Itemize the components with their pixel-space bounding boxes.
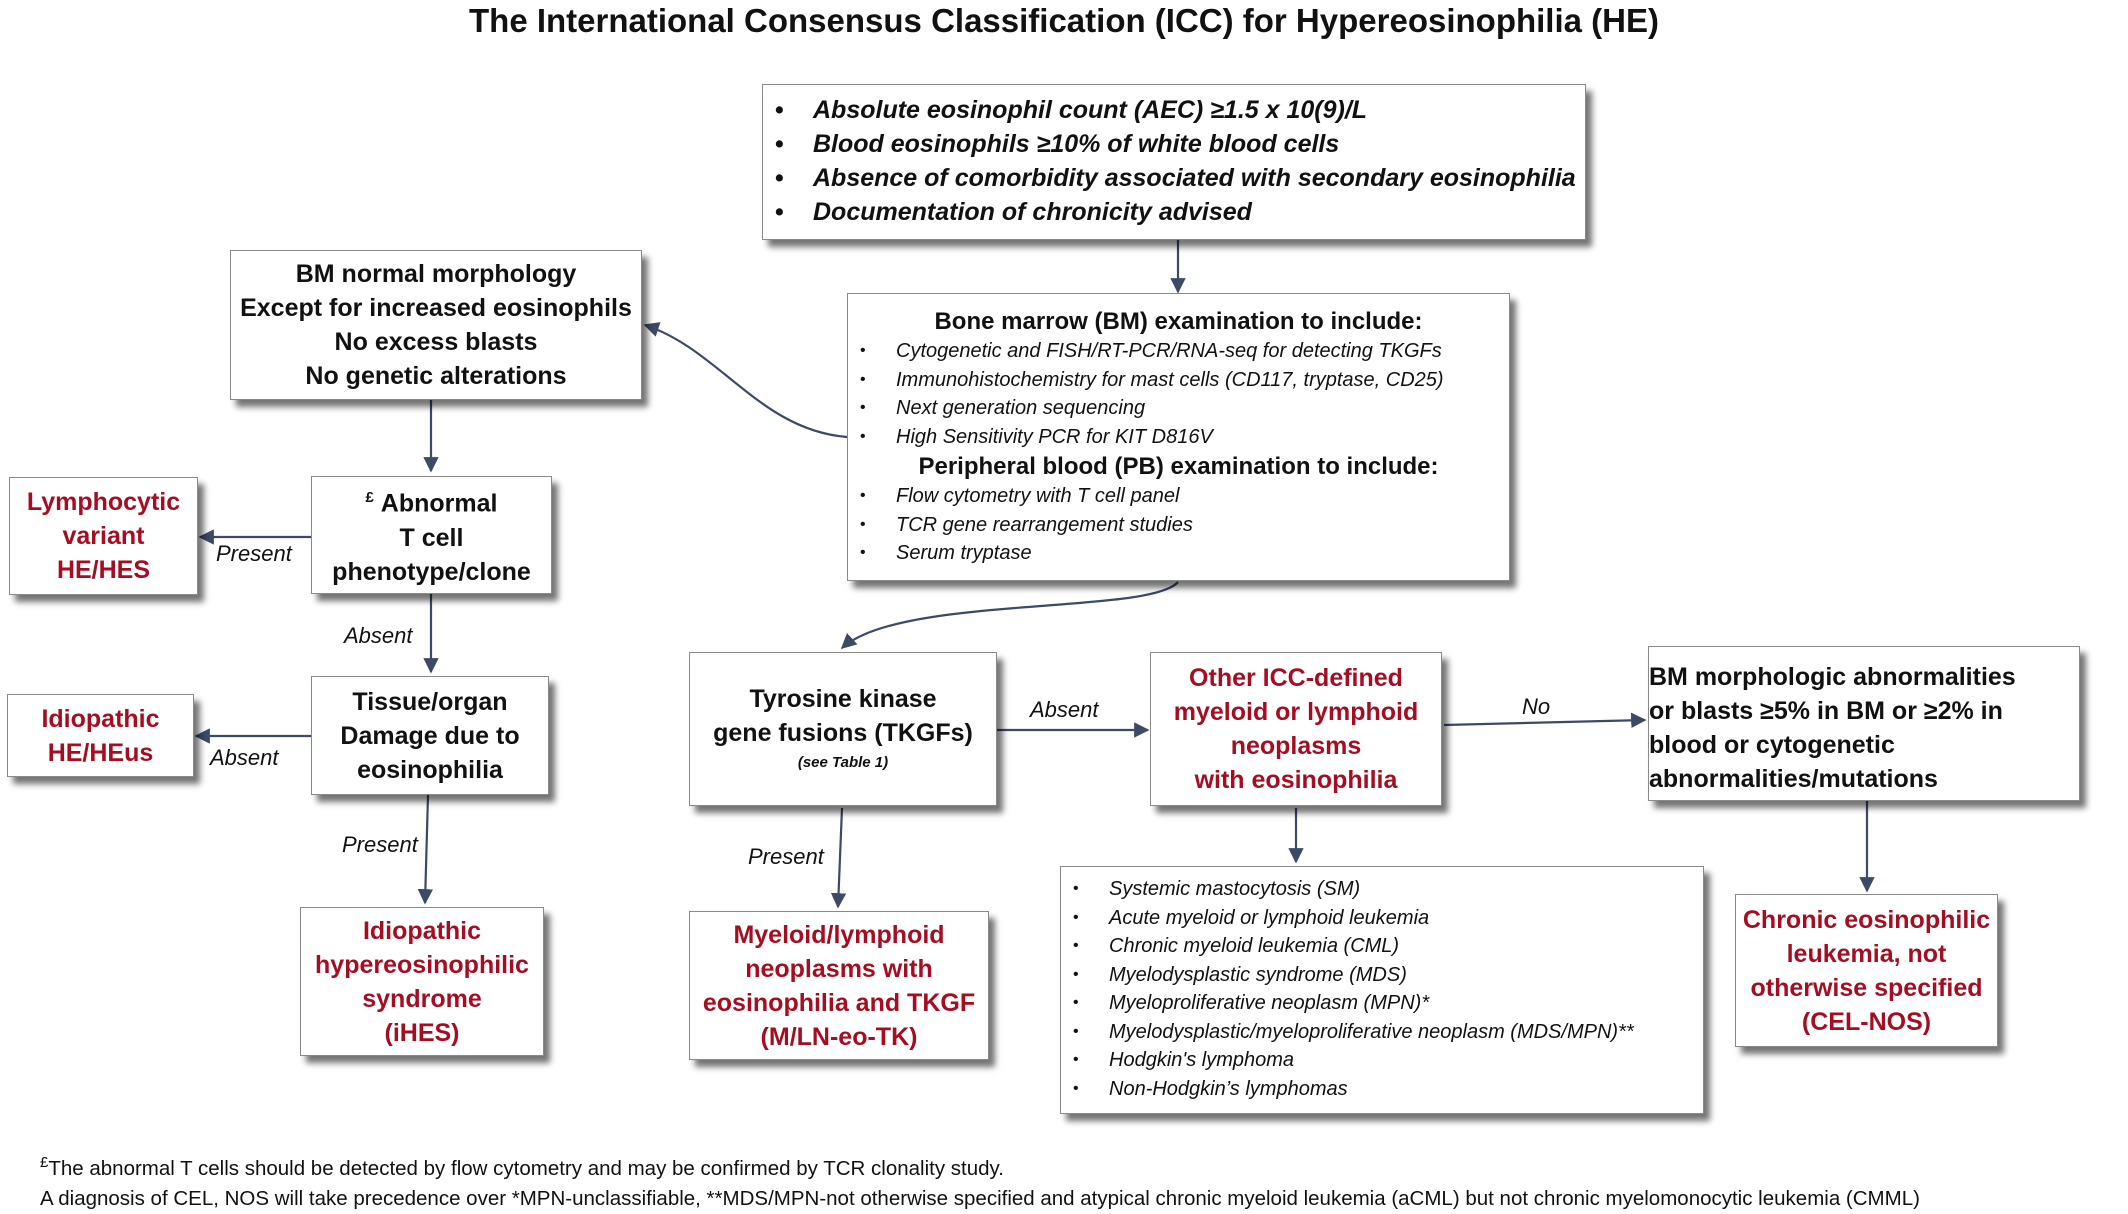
pound-mark: £ — [40, 1154, 49, 1171]
ihes-box: Idiopathic hypereosinophilic syndrome (i… — [300, 907, 544, 1056]
lymphocytic-line: variant — [62, 522, 145, 550]
tcell-line: Abnormal — [380, 489, 498, 518]
label-present-tkgf: Present — [748, 844, 824, 869]
criteria-item: Absolute eosinophil count (AEC) ≥1.5 x 1… — [763, 93, 1585, 127]
other-icc-box: Other ICC-defined myeloid or lymphoid ne… — [1150, 652, 1442, 806]
label-absent-tkgf: Absent — [1030, 697, 1099, 722]
bm-exam-item: Next generation sequencing — [848, 394, 1509, 423]
pound-mark: £ — [365, 489, 374, 507]
arrow-tissue-to-ihes — [417, 794, 434, 905]
mln-line: Myeloid/lymphoid — [733, 920, 945, 949]
pb-exam-heading: Peripheral blood (PB) examination to inc… — [918, 453, 1439, 480]
bm-normal-line: No genetic alterations — [305, 362, 567, 390]
cel-line: otherwise specified — [1750, 973, 1983, 1002]
bm-abnormal-line: blood or cytogenetic — [1649, 731, 1895, 759]
bm-exam-item: Cytogenetic and FISH/RT-PCR/RNA-seq for … — [848, 337, 1509, 366]
bm-normal-box: BM normal morphology Except for increase… — [230, 250, 642, 400]
tissue-line: eosinophilia — [357, 755, 503, 784]
bm-exam-item: Immunohistochemistry for mast cells (CD1… — [848, 366, 1509, 395]
criteria-item: Absence of comorbidity associated with s… — [763, 161, 1585, 195]
cel-line: Chronic eosinophilic — [1742, 905, 1991, 934]
ihes-line: syndrome — [362, 984, 482, 1013]
label-no-other: No — [1522, 694, 1551, 719]
arrow-other-to-bmabn — [1443, 712, 1647, 729]
ihes-line: hypereosinophilic — [315, 950, 529, 979]
mln-line: (M/LN-eo-TK) — [760, 1022, 918, 1051]
arrow-tkgf-to-mln — [830, 807, 847, 909]
idiopathic-he-line: HE/HEus — [47, 738, 154, 767]
tissue-line: Damage due to — [340, 721, 520, 750]
bm-exam-item: High Sensitivity PCR for KIT D816V — [848, 423, 1509, 452]
lymphocytic-variant-box: Lymphocytic variant HE/HES — [9, 477, 198, 595]
idiopathic-he-box: Idiopathic HE/HEus — [7, 694, 194, 777]
other-icc-line: Other ICC-defined — [1189, 664, 1403, 692]
bm-abnormal-line: BM morphologic abnormalities — [1649, 663, 2016, 691]
pb-exam-item: Flow cytometry with T cell panel — [848, 482, 1509, 511]
ihes-line: (iHES) — [384, 1018, 460, 1047]
footnotes: £The abnormal T cells should be detected… — [40, 1148, 1920, 1214]
cel-line: leukemia, not — [1786, 939, 1947, 968]
neoplasm-item: Myeloproliferative neoplasm (MPN)* — [1061, 989, 1703, 1018]
neoplasm-list-box: Systemic mastocytosis (SM) Acute myeloid… — [1060, 866, 1704, 1114]
bm-normal-line: BM normal morphology — [295, 260, 577, 288]
arrow-exam-to-bmnormal — [643, 322, 848, 439]
label-present-ihes: Present — [342, 832, 418, 857]
label-present-lymphocytic: Present — [216, 541, 292, 566]
footnote-2: A diagnosis of CEL, NOS will take preced… — [40, 1186, 1920, 1210]
tcell-line: phenotype/clone — [332, 557, 531, 586]
bm-abnormal-line: or blasts ≥5% in BM or ≥2% in — [1649, 697, 2003, 725]
mln-eo-tk-box: Myeloid/lymphoid neoplasms with eosinoph… — [689, 911, 989, 1060]
idiopathic-he-line: Idiopathic — [41, 704, 160, 733]
cel-nos-box: Chronic eosinophilic leukemia, not other… — [1735, 894, 1998, 1047]
bm-exam-heading: Bone marrow (BM) examination to include: — [934, 308, 1423, 335]
lymphocytic-line: Lymphocytic — [26, 488, 181, 516]
neoplasm-item: Hodgkin's lymphoma — [1061, 1046, 1703, 1075]
criteria-item: Blood eosinophils ≥10% of white blood ce… — [763, 127, 1585, 161]
pb-exam-item: Serum tryptase — [848, 539, 1509, 568]
bm-abnormal-line: abnormalities/mutations — [1649, 765, 1938, 793]
arrow-exam-to-tkgf — [840, 581, 1179, 650]
footnote-1-text: The abnormal T cells should be detected … — [48, 1156, 1004, 1180]
tkgf-box: Tyrosine kinase gene fusions (TKGFs) (se… — [689, 652, 997, 806]
label-absent-tcell: Absent — [344, 623, 413, 648]
bm-normal-line: Except for increased eosinophils — [240, 294, 632, 322]
neoplasm-item: Non-Hodgkin’s lymphomas — [1061, 1075, 1703, 1104]
tkgf-line: Tyrosine kinase — [749, 685, 937, 713]
criteria-item: Documentation of chronicity advised — [763, 195, 1585, 229]
other-icc-line: with eosinophilia — [1194, 766, 1398, 794]
criteria-box: Absolute eosinophil count (AEC) ≥1.5 x 1… — [762, 84, 1586, 240]
pb-exam-item: TCR gene rearrangement studies — [848, 511, 1509, 540]
examination-box: Bone marrow (BM) examination to include:… — [847, 293, 1510, 581]
label-absent-idiopathic: Absent — [210, 745, 279, 770]
tkgf-note: (see Table 1) — [797, 754, 889, 771]
tissue-damage-box: Tissue/organ Damage due to eosinophilia — [311, 676, 549, 795]
other-icc-line: neoplasms — [1230, 732, 1362, 760]
lymphocytic-line: HE/HES — [56, 556, 151, 584]
other-icc-line: myeloid or lymphoid — [1173, 698, 1419, 726]
abnormal-tcell-box: £ Abnormal T cell phenotype/clone — [311, 476, 552, 594]
cel-line: (CEL-NOS) — [1801, 1007, 1932, 1036]
neoplasm-item: Acute myeloid or lymphoid leukemia — [1061, 904, 1703, 933]
tcell-line-1: £ Abnormal — [366, 481, 498, 520]
neoplasm-item: Myelodysplastic syndrome (MDS) — [1061, 961, 1703, 990]
diagram-title: The International Consensus Classificati… — [469, 2, 1659, 39]
footnote-1: £The abnormal T cells should be detected… — [40, 1148, 1920, 1184]
neoplasm-item: Chronic myeloid leukemia (CML) — [1061, 932, 1703, 961]
neoplasm-item: Myelodysplastic/myeloproliferative neopl… — [1061, 1018, 1703, 1047]
tkgf-line: gene fusions (TKGFs) — [713, 719, 973, 747]
tissue-line: Tissue/organ — [352, 687, 508, 716]
tcell-line: T cell — [399, 523, 464, 552]
neoplasm-item: Systemic mastocytosis (SM) — [1061, 875, 1703, 904]
bm-abnormal-box: BM morphologic abnormalities or blasts ≥… — [1648, 646, 2080, 801]
ihes-line: Idiopathic — [362, 916, 482, 945]
mln-line: eosinophilia and TKGF — [702, 988, 976, 1017]
mln-line: neoplasms with — [745, 954, 933, 983]
bm-normal-line: No excess blasts — [334, 328, 538, 356]
